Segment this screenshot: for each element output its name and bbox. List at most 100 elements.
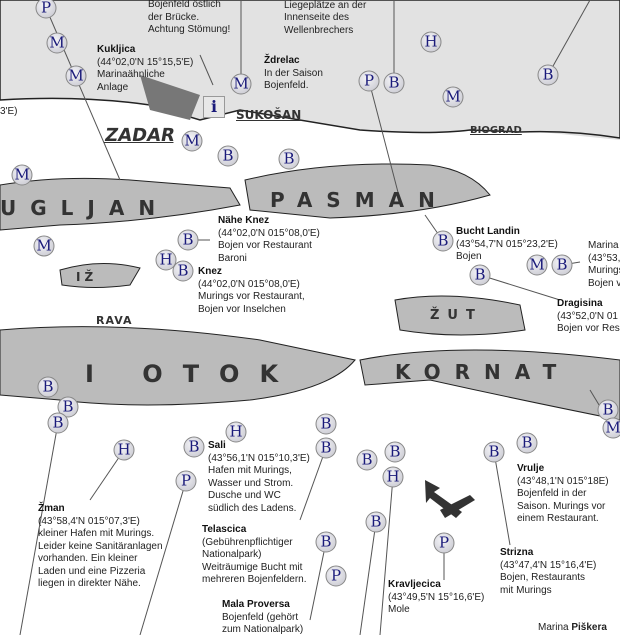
label-line: (43°52,0'N 01	[557, 310, 618, 322]
buoy-marker[interactable]: B	[365, 511, 387, 533]
label-line: Bojen vor Res	[557, 323, 620, 334]
dugi-otok-island	[0, 326, 356, 406]
label-line: Bojen, Restaurants	[500, 572, 586, 583]
buoy-marker[interactable]: B	[217, 145, 239, 167]
island-dugi-otok: I OTOK	[85, 360, 299, 388]
buoy-marker[interactable]: B	[551, 254, 573, 276]
marina-marker[interactable]: M	[602, 417, 620, 439]
label-line: (43°47,4'N 15°16,4'E)	[500, 559, 597, 571]
parking-harbor-marker[interactable]: P	[358, 70, 380, 92]
anchorage-label: Strizna(43°47,4'N 15°16,4'E)Bojen, Resta…	[500, 547, 596, 597]
harbor-marker[interactable]: H	[155, 249, 177, 271]
zut-island	[394, 295, 526, 336]
town-biograd: BIOGRAD	[470, 125, 522, 136]
label-line: kleiner Hafen mit Murings.	[38, 528, 155, 539]
label-line: Innenseite des	[284, 12, 350, 23]
label-line: Marinaähnliche	[97, 69, 165, 80]
anchorage-label: Nähe Knez(44°02,0'N 015°08,0'E)Bojen vor…	[218, 215, 320, 265]
label-title: Ždrelac	[264, 55, 300, 66]
buoy-marker[interactable]: B	[469, 264, 491, 286]
island-zut: ŽUT	[430, 308, 483, 323]
label-line: zum Nationalpark)	[222, 624, 304, 635]
label-line: Laden und eine Pizzeria	[38, 565, 146, 577]
label-line: Bojenfeld in der	[517, 488, 587, 499]
label-line: Bojen	[456, 251, 482, 262]
label-line: Leider keine Sanitäranlagen	[38, 540, 163, 552]
buoy-marker[interactable]: B	[315, 437, 337, 459]
label-title: Vrulje	[517, 463, 545, 474]
harbor-marker[interactable]: H	[420, 31, 442, 53]
parking-harbor-marker[interactable]: P	[433, 532, 455, 554]
label-line: Bojenfeld.	[264, 80, 309, 91]
buoy-marker[interactable]: B	[356, 449, 378, 471]
label-line: Bojenfeld östlich	[148, 0, 221, 10]
label-line: Wasser und Strom.	[208, 477, 294, 489]
buoy-marker[interactable]: B	[537, 64, 559, 86]
buoy-marker[interactable]: B	[37, 376, 59, 398]
marina-marker[interactable]: M	[33, 235, 55, 257]
parking-harbor-marker[interactable]: P	[175, 470, 197, 492]
island-iz: IŽ	[76, 270, 98, 284]
buoy-marker[interactable]: B	[57, 396, 79, 418]
marina-marker[interactable]: M	[181, 130, 203, 152]
marina-marker[interactable]: M	[230, 73, 252, 95]
label-line: Hafen mit Murings,	[208, 465, 292, 476]
label-line: Bojenfeld (gehört	[222, 611, 299, 623]
label-line: Liegeplätze an der	[284, 0, 367, 11]
buoy-marker[interactable]: B	[315, 413, 337, 435]
label-line: mit Murings	[500, 584, 552, 596]
marina-marker[interactable]: M	[65, 65, 87, 87]
island-ugljan: UGLJAN	[0, 196, 170, 220]
label-title: Knez	[198, 266, 222, 277]
parking-harbor-marker[interactable]: P	[325, 565, 347, 587]
buoy-marker[interactable]: B	[315, 531, 337, 553]
buoy-marker[interactable]: B	[172, 260, 194, 282]
anchorage-label: Marina Piškera	[538, 622, 607, 635]
harbor-marker[interactable]: H	[382, 466, 404, 488]
buoy-marker[interactable]: B	[516, 432, 538, 454]
info-point-icon[interactable]: i	[203, 96, 225, 118]
anchorage-label: Knez(44°02,0'N 015°08,0'E)Murings vor Re…	[198, 266, 305, 316]
buoy-marker[interactable]: B	[47, 412, 69, 434]
kornat-island	[359, 349, 620, 421]
buoy-marker[interactable]: B	[383, 72, 405, 94]
buoy-marker[interactable]: B	[432, 230, 454, 252]
harbor-marker[interactable]: H	[113, 439, 135, 461]
buoy-marker[interactable]: B	[384, 441, 406, 463]
label-line: Dusche und WC	[208, 490, 281, 501]
label-line: (44°02,0'N 015°08,0'E)	[218, 227, 320, 239]
marina-marker[interactable]: M	[11, 164, 33, 186]
ugljan-island	[0, 177, 241, 231]
parking-harbor-marker[interactable]: P	[35, 0, 57, 19]
label-line: Marina	[538, 622, 572, 633]
harbor-marker[interactable]: H	[225, 421, 247, 443]
town-sukosan: SUKOŠAN	[236, 108, 302, 122]
buoy-marker[interactable]: B	[183, 436, 205, 458]
label-title: Piškera	[571, 622, 607, 633]
marina-marker[interactable]: M	[46, 32, 68, 54]
label-line: Murings	[588, 265, 620, 276]
label-line: (43°53,	[588, 252, 620, 264]
marina-marker[interactable]: M	[526, 254, 548, 276]
buoy-marker[interactable]: B	[483, 441, 505, 463]
label-line: (43°56,1'N 015°10,3'E)	[208, 452, 310, 464]
label-line: mehreren Bojenfeldern.	[202, 574, 307, 585]
label-line: Wellenbrechers	[284, 24, 354, 36]
label-title: Nähe Knez	[218, 215, 270, 226]
label-line: (43°48,1'N 015°18E)	[517, 475, 609, 487]
marina-marker[interactable]: M	[442, 86, 464, 108]
anchorage-label: Kravljecica(43°49,5'N 15°16,6'E)Mole	[388, 579, 484, 617]
zadar-city	[140, 75, 200, 120]
label-line: 3'E)	[0, 106, 18, 117]
buoy-marker[interactable]: B	[177, 229, 199, 251]
pasman-island	[244, 163, 491, 219]
label-line: Bojen vor Inselchen	[198, 303, 286, 315]
buoy-marker[interactable]: B	[278, 148, 300, 170]
